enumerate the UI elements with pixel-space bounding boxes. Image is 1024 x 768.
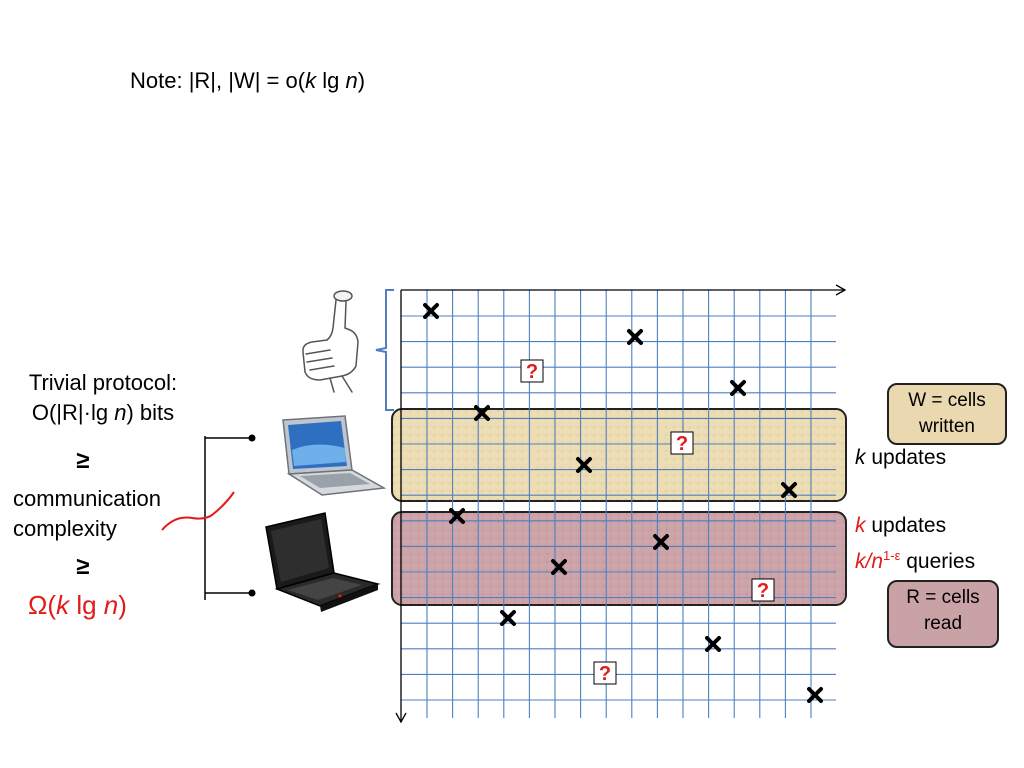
line2-prefix: O(|R|·lg xyxy=(31,400,115,425)
x-mark-icon xyxy=(474,405,490,421)
time-brace xyxy=(375,289,394,411)
x-mark-icon xyxy=(807,687,823,703)
note-prefix: Note: |R|, |W| = o( xyxy=(130,68,306,93)
question-mark-icon: ? xyxy=(676,433,688,455)
trivial-protocol-label: Trivial protocol: O(|R|·lg n) bits xyxy=(0,368,206,428)
laptop-icon xyxy=(282,415,387,496)
note-n: n xyxy=(345,68,358,93)
x-mark-icon xyxy=(781,482,797,498)
x-mark-icon xyxy=(551,559,567,575)
note-lg: lg xyxy=(316,68,346,93)
write-band-k-updates xyxy=(391,408,847,502)
omega-suffix: ) xyxy=(118,590,127,620)
x-mark-icon xyxy=(653,534,669,550)
trivial-protocol-line1: Trivial protocol: xyxy=(28,370,178,395)
grid-lines xyxy=(401,290,836,718)
trivial-protocol-line2: O(|R|·lg n) bits xyxy=(0,398,206,428)
k-updates-label-2: k updates xyxy=(855,514,946,538)
queries-k: k xyxy=(855,550,866,573)
k1: k xyxy=(855,446,866,469)
question-box xyxy=(520,359,544,383)
updates2: updates xyxy=(865,514,947,537)
y-axis-arrow-icon xyxy=(395,712,407,724)
omega-prefix: Ω( xyxy=(28,590,57,620)
question-mark-icon: ? xyxy=(599,663,611,685)
x-mark-icon xyxy=(449,508,465,524)
x-mark-icon xyxy=(705,636,721,652)
omega-n: n xyxy=(103,590,119,620)
updates1: updates xyxy=(865,446,947,469)
comm-line2: complexity xyxy=(13,516,117,541)
question-box xyxy=(751,578,775,602)
omega-bound: Ω(k lg n) xyxy=(28,590,127,621)
r-legend-box: R = cells read xyxy=(887,580,999,648)
k2: k xyxy=(855,514,866,537)
connector-dot-top xyxy=(248,434,256,442)
queries-suffix: queries xyxy=(900,550,976,573)
queries-label: k/n1-ε queries xyxy=(855,548,975,574)
omega-lg: lg xyxy=(69,590,104,620)
x-mark-icon xyxy=(500,610,516,626)
omega-k: k xyxy=(56,590,70,620)
x-mark-icon xyxy=(423,303,439,319)
protocol-connector xyxy=(204,436,252,600)
geq-symbol-1: ≥ xyxy=(76,447,90,474)
connector-dot-bottom xyxy=(248,589,256,597)
question-box xyxy=(670,431,694,455)
communication-complexity-label: communication complexity xyxy=(0,484,219,544)
note-k: k xyxy=(305,68,317,93)
line2-n: n xyxy=(114,400,127,425)
k-updates-label-1: k updates xyxy=(855,446,946,470)
x-mark-icon xyxy=(730,380,746,396)
question-box xyxy=(593,661,617,685)
note-suffix: ) xyxy=(357,68,366,93)
read-band-queries xyxy=(391,511,847,606)
geq-symbol-2: ≥ xyxy=(76,553,90,580)
x-mark-icon xyxy=(627,329,643,345)
line2-suffix: ) bits xyxy=(126,400,175,425)
question-mark-icon: ? xyxy=(757,580,769,602)
x-axis-arrow-icon xyxy=(835,284,847,296)
laptop-dark-icon xyxy=(265,512,381,612)
note-text: Note: |R|, |W| = o(k lg n) xyxy=(130,68,365,94)
queries-n: /n xyxy=(865,550,884,573)
thumb-up-hand-icon xyxy=(302,290,359,393)
x-mark-icon xyxy=(576,457,592,473)
queries-exp: 1-ε xyxy=(883,548,901,563)
red-squiggle xyxy=(161,491,235,531)
comm-line1: communication xyxy=(13,486,161,511)
question-mark-icon: ? xyxy=(526,361,538,383)
cell-marks: ???? xyxy=(423,303,823,703)
w-legend-box: W = cells written xyxy=(887,383,1007,445)
